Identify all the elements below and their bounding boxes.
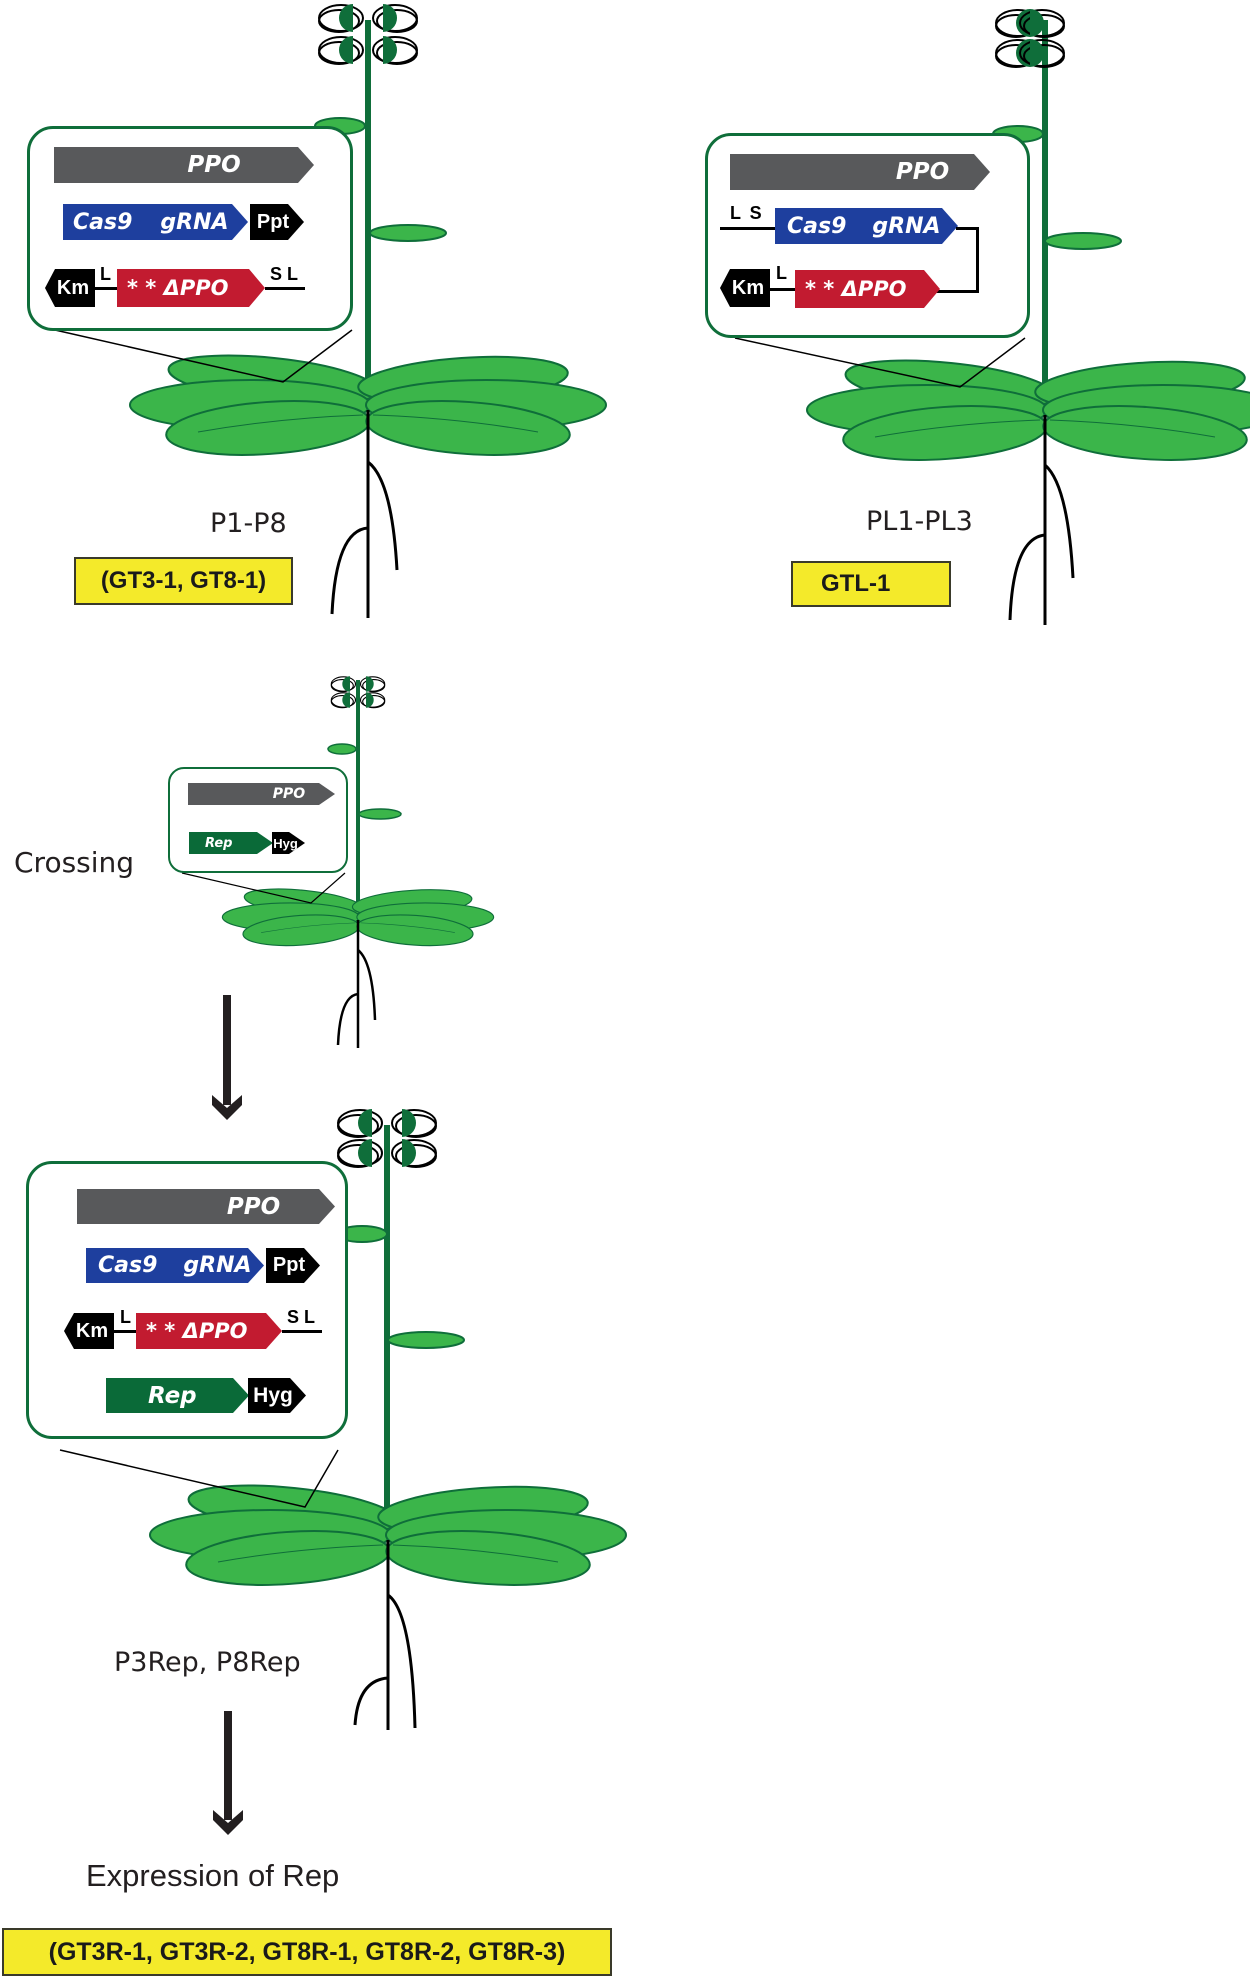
delta-ppo-bar: * * ΔPPO	[795, 270, 940, 308]
dna-line	[95, 287, 117, 290]
plant-rep-donor	[181, 675, 495, 1048]
ppo-gene-bar: PPO	[77, 1189, 335, 1224]
plant-p3rep-p8rep	[59, 1108, 627, 1730]
step-label-crossing: Crossing	[14, 846, 135, 879]
ppo-gene-bar: PPO	[730, 154, 990, 190]
rep-gene-bar: Rep	[106, 1378, 249, 1413]
line-label-p3rep-p8rep: P3Rep, P8Rep	[114, 1647, 301, 1678]
cas9-grna-bar: Cas9 gRNA	[63, 204, 248, 240]
km-marker: Km	[720, 269, 770, 307]
ppo-gene-bar: PPO	[188, 783, 335, 805]
delta-ppo-bar: * * ΔPPO	[117, 269, 265, 307]
site-label-ls: L S	[730, 203, 764, 223]
construct-callout-rep: PPO Rep Hyg	[168, 767, 348, 873]
arrow-down-icon	[212, 995, 242, 1120]
rep-gene-bar: Rep	[189, 832, 273, 854]
delta-ppo-bar: * * ΔPPO	[136, 1313, 282, 1349]
cas9-grna-bar: Cas9 gRNA	[775, 208, 958, 244]
dna-line	[770, 288, 795, 291]
events-badge-gtr: (GT3R-1, GT3R-2, GT8R-1, GT8R-2, GT8R-3)	[2, 1928, 612, 1976]
dna-line	[282, 1330, 322, 1333]
site-label-sl: S L	[287, 1307, 316, 1327]
dna-line	[936, 290, 979, 293]
line-label-p1-p8: P1-P8	[210, 508, 287, 539]
site-label-l: L	[776, 263, 787, 283]
dna-line	[976, 227, 979, 293]
cas9-grna-bar: Cas9 gRNA	[86, 1248, 264, 1283]
site-label-l: L	[100, 264, 111, 284]
line-label-pl1-pl3: PL1-PL3	[866, 506, 973, 537]
km-marker: Km	[64, 1313, 114, 1349]
events-badge-gt3-gt8: (GT3-1, GT8-1)	[74, 557, 293, 605]
site-label-l: L	[120, 1307, 131, 1327]
events-badge-gtl: GTL-1	[791, 561, 951, 607]
km-marker: Km	[45, 269, 95, 307]
hyg-marker: Hyg	[248, 1378, 306, 1413]
ppt-marker: Ppt	[266, 1248, 320, 1283]
dna-line	[114, 1330, 136, 1333]
dna-line	[720, 227, 775, 230]
hyg-marker: Hyg	[272, 832, 305, 854]
ppo-gene-bar: PPO	[54, 147, 314, 183]
dna-line	[265, 287, 305, 290]
construct-callout-pl: PPO L S Cas9 gRNA Km L * * ΔPPO	[705, 133, 1030, 338]
arrow-down-icon	[213, 1711, 243, 1835]
step-label-expression-of-rep: Expression of Rep	[86, 1858, 340, 1893]
dna-line	[956, 227, 979, 230]
ppt-marker: Ppt	[250, 204, 304, 240]
construct-callout-p: PPO Cas9 gRNA Ppt Km L * * ΔPPO S L	[27, 126, 353, 331]
site-label-sl: S L	[270, 264, 299, 284]
construct-callout-prep: PPO Cas9 gRNA Ppt Km L * * ΔPPO S L Rep …	[26, 1161, 348, 1439]
